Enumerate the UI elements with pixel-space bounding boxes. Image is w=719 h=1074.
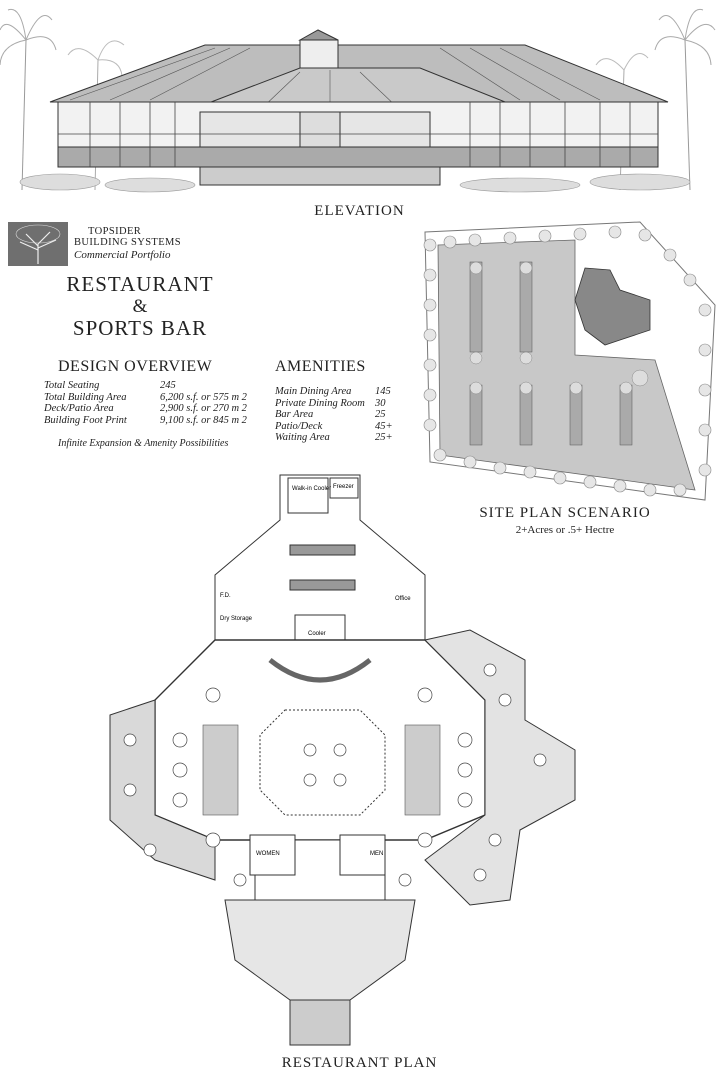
men-label: MEN: [370, 851, 383, 857]
tree-logo: [8, 222, 68, 266]
tree-icon: [15, 224, 61, 264]
freezer: [329, 477, 359, 499]
title-ampersand: &: [132, 296, 148, 317]
title-line1: RESTAURANT: [66, 272, 214, 296]
overview-heading: DESIGN OVERVIEW: [58, 358, 213, 375]
site-plan: [423, 221, 716, 501]
cooler-box: [294, 614, 346, 646]
brand-line1: TOPSIDER: [88, 226, 142, 237]
dry-storage-label: Dry Storage: [220, 616, 253, 622]
freezer-label: Freezer: [333, 484, 354, 490]
men-restroom: [339, 834, 386, 876]
restaurant-plan-label: RESTAURANT PLAN: [281, 1055, 438, 1071]
overview-note: Infinite Expansion & Amenity Possibiliti…: [58, 438, 229, 449]
amenities-heading: AMENITIES: [275, 358, 366, 375]
office-label: Office: [395, 596, 411, 602]
restaurant-plan: [109, 474, 576, 1046]
fd-label: F.D.: [220, 593, 231, 599]
title-line3: SPORTS BAR: [72, 316, 208, 340]
site-plan-label: SITE PLAN SCENARIO: [479, 505, 651, 521]
elevation-drawing: [0, 8, 716, 193]
dining-tables: [123, 663, 547, 887]
walk-in-cooler: [287, 477, 329, 514]
women-label: WOMEN: [256, 851, 280, 857]
women-restroom: [249, 834, 296, 876]
walkin-label: Walk-in Cooler: [292, 486, 331, 492]
building-footprint: [574, 267, 651, 346]
site-plan-subtitle: 2+Acres or .5+ Hectre: [515, 524, 615, 536]
cooler-label: Cooler: [308, 631, 326, 637]
brand-line3: Commercial Portfolio: [74, 249, 171, 261]
elevation-label: ELEVATION: [314, 203, 405, 219]
brand-line2: BUILDING SYSTEMS: [74, 237, 182, 248]
